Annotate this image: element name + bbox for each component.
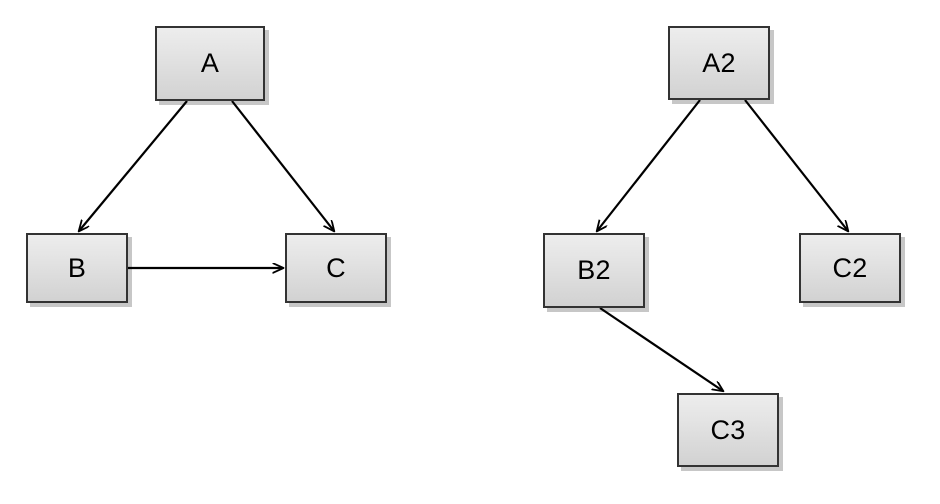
node-b[interactable]: B: [26, 233, 128, 303]
edge-b2-c3: [599, 307, 723, 391]
edge-a2-b2: [597, 99, 701, 231]
node-a[interactable]: A: [155, 26, 265, 101]
node-c[interactable]: C: [285, 233, 387, 303]
node-b2[interactable]: B2: [543, 233, 645, 308]
edges-group: [79, 99, 848, 391]
node-c2[interactable]: C2: [799, 233, 901, 303]
node-c3-label: C3: [710, 414, 746, 445]
node-c-label: C: [326, 252, 346, 283]
node-c3[interactable]: C3: [677, 393, 779, 467]
node-c2-label: C2: [832, 252, 868, 283]
node-b-label: B: [67, 252, 87, 283]
edge-a-c: [231, 100, 334, 231]
edge-a2-c2: [744, 99, 848, 231]
edge-a-b: [79, 100, 188, 231]
node-b2-label: B2: [577, 255, 611, 285]
node-a2-label: A2: [702, 47, 736, 78]
node-a-label: A: [200, 48, 220, 78]
node-a2[interactable]: A2: [668, 26, 770, 100]
